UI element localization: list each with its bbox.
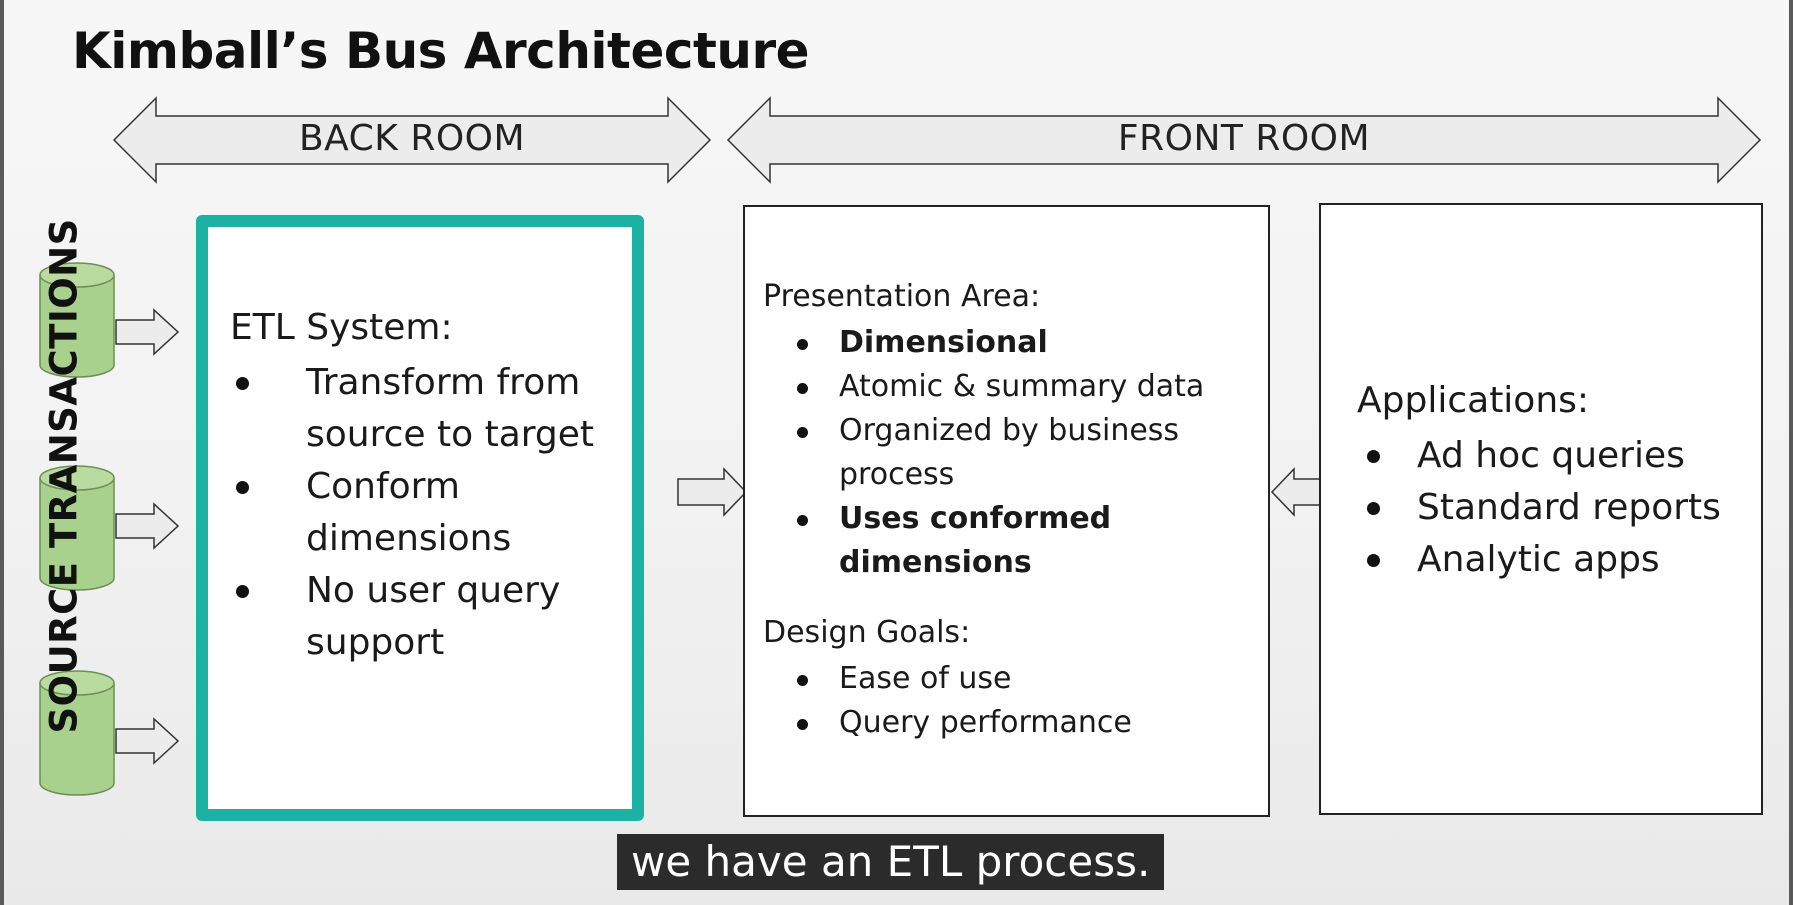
list-item: Ad hoc queries <box>1357 430 1757 482</box>
bullet-icon <box>797 383 808 394</box>
list-item: Query performance <box>763 701 1253 745</box>
bullet-icon <box>797 427 808 438</box>
source-arrow-1 <box>115 308 180 356</box>
list-item: Atomic & summary data <box>763 365 1253 409</box>
source-arrow-2 <box>115 502 180 550</box>
bullet-icon <box>797 515 808 526</box>
list-item: Transform from source to target <box>230 357 630 461</box>
presentation-area-box: Presentation Area: Dimensional Atomic & … <box>743 205 1270 817</box>
back-room-label: BACK ROOM <box>298 118 526 159</box>
list-item: Uses conformed dimensions <box>763 497 1253 585</box>
list-item: No user query support <box>230 565 630 669</box>
slide-title: Kimball’s Bus Architecture <box>72 22 810 80</box>
source-arrow-3 <box>115 717 180 765</box>
bullet-icon <box>797 719 808 730</box>
front-room-arrow <box>726 96 1762 184</box>
bullet-icon <box>1367 554 1380 567</box>
list-item: Ease of use <box>763 657 1253 701</box>
bullet-icon <box>236 481 249 494</box>
video-caption: we have an ETL process. <box>617 834 1165 890</box>
design-goals-list: Ease of use Query performance <box>763 657 1253 745</box>
list-item: Conform dimensions <box>230 461 630 565</box>
presentation-heading: Presentation Area: <box>763 279 1041 314</box>
source-cylinder-2 <box>39 465 115 591</box>
applications-list: Ad hoc queries Standard reports Analytic… <box>1357 430 1757 586</box>
list-item: Dimensional <box>763 321 1253 365</box>
back-room-arrow <box>112 96 712 184</box>
source-transactions-label: SOURCE TRANSACTIONS <box>42 218 86 734</box>
etl-heading: ETL System: <box>230 307 453 348</box>
bullet-icon <box>1367 450 1380 463</box>
bullet-icon <box>797 675 808 686</box>
source-cylinder-3 <box>39 670 115 796</box>
source-cylinder-1 <box>39 262 115 378</box>
list-item: Standard reports <box>1357 482 1757 534</box>
etl-list: Transform from source to target Conform … <box>230 357 630 669</box>
bullet-icon <box>797 339 808 350</box>
bullet-icon <box>1367 502 1380 515</box>
presentation-list: Dimensional Atomic & summary data Organi… <box>763 321 1253 585</box>
list-item: Analytic apps <box>1357 534 1757 586</box>
etl-system-box: ETL System: Transform from source to tar… <box>196 215 644 821</box>
bullet-icon <box>236 377 249 390</box>
list-item: Organized by business process <box>763 409 1253 497</box>
design-goals-heading: Design Goals: <box>763 615 971 650</box>
bullet-icon <box>236 585 249 598</box>
front-room-label: FRONT ROOM <box>1117 118 1371 159</box>
applications-box: Applications: Ad hoc queries Standard re… <box>1319 203 1763 815</box>
applications-heading: Applications: <box>1357 380 1590 421</box>
etl-to-presentation-arrow <box>677 467 748 517</box>
